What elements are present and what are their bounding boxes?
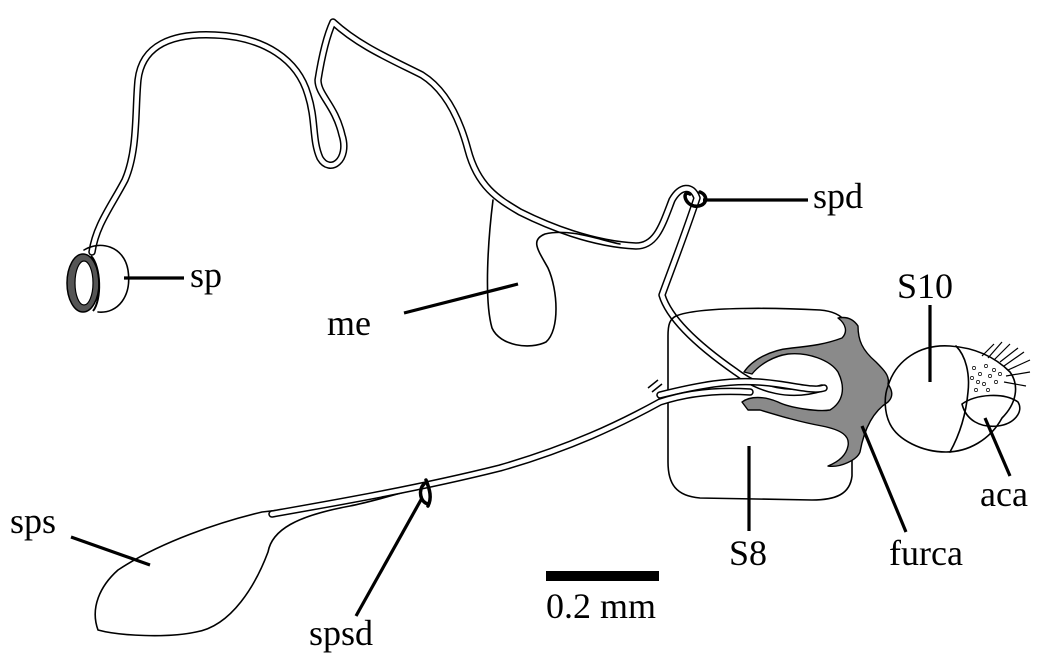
spermathecal-duct-tube xyxy=(92,22,822,392)
leader-spsd xyxy=(356,498,422,616)
leader-sps xyxy=(71,537,150,565)
label-furca: furca xyxy=(889,535,963,571)
cut-mark xyxy=(652,384,662,392)
label-s8: S8 xyxy=(729,535,767,571)
spermatheca-capsule xyxy=(67,245,129,312)
stipple-texture xyxy=(970,364,1001,391)
label-scale: 0.2 mm xyxy=(546,588,656,624)
membranous-expansion-sac xyxy=(487,200,620,346)
setae-tuft xyxy=(982,342,1030,386)
label-sps: sps xyxy=(10,503,56,539)
label-spd: spd xyxy=(813,178,863,214)
sac-duct xyxy=(272,391,750,514)
spsd-sclerite-ring xyxy=(421,480,431,506)
cut-mark xyxy=(648,380,658,388)
leader-me xyxy=(404,284,518,313)
label-sp: sp xyxy=(190,257,222,293)
label-spsd: spsd xyxy=(309,615,373,651)
label-aca: aca xyxy=(980,476,1028,512)
segment-10-outline xyxy=(885,346,1015,452)
leader-furca xyxy=(862,426,906,532)
label-me: me xyxy=(327,305,371,341)
accessory-structure xyxy=(962,395,1020,426)
label-s10: S10 xyxy=(897,268,953,304)
